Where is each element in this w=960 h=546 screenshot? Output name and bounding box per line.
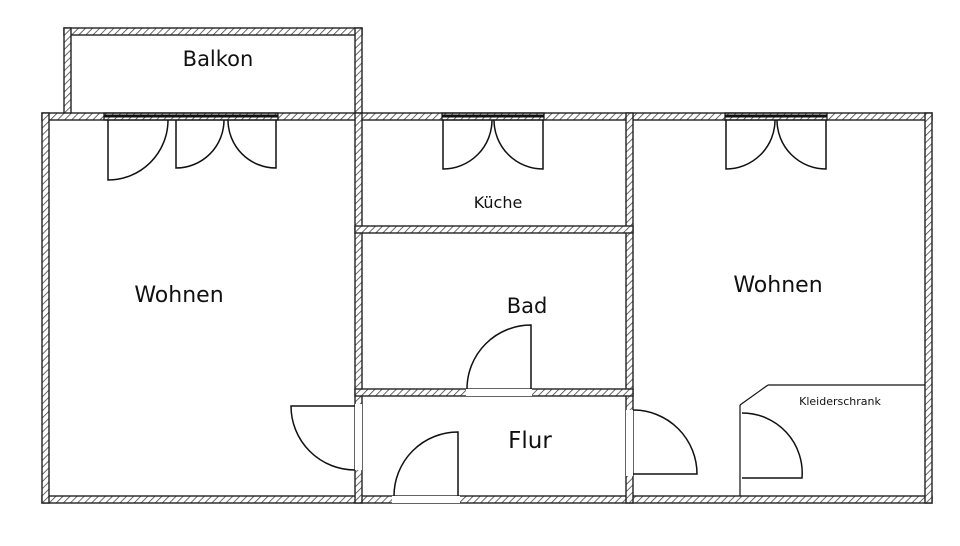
outer-walls bbox=[41, 112, 933, 504]
room-label-kleiderschrank: Kleiderschrank bbox=[799, 395, 881, 408]
room-label-wohnen-left: Wohnen bbox=[134, 283, 223, 308]
door-swings bbox=[290, 324, 698, 497]
door-openings bbox=[355, 389, 633, 503]
room-label-kueche: Küche bbox=[474, 193, 523, 212]
wardrobe bbox=[739, 384, 925, 496]
room-label-flur: Flur bbox=[508, 428, 552, 454]
balcony-walls bbox=[63, 27, 363, 115]
room-label-wohnen-right: Wohnen bbox=[733, 273, 822, 298]
windows bbox=[103, 112, 828, 121]
window-swings bbox=[107, 119, 827, 181]
inner-walls bbox=[354, 112, 634, 504]
room-label-balkon: Balkon bbox=[183, 47, 254, 71]
room-label-bad: Bad bbox=[507, 294, 548, 318]
